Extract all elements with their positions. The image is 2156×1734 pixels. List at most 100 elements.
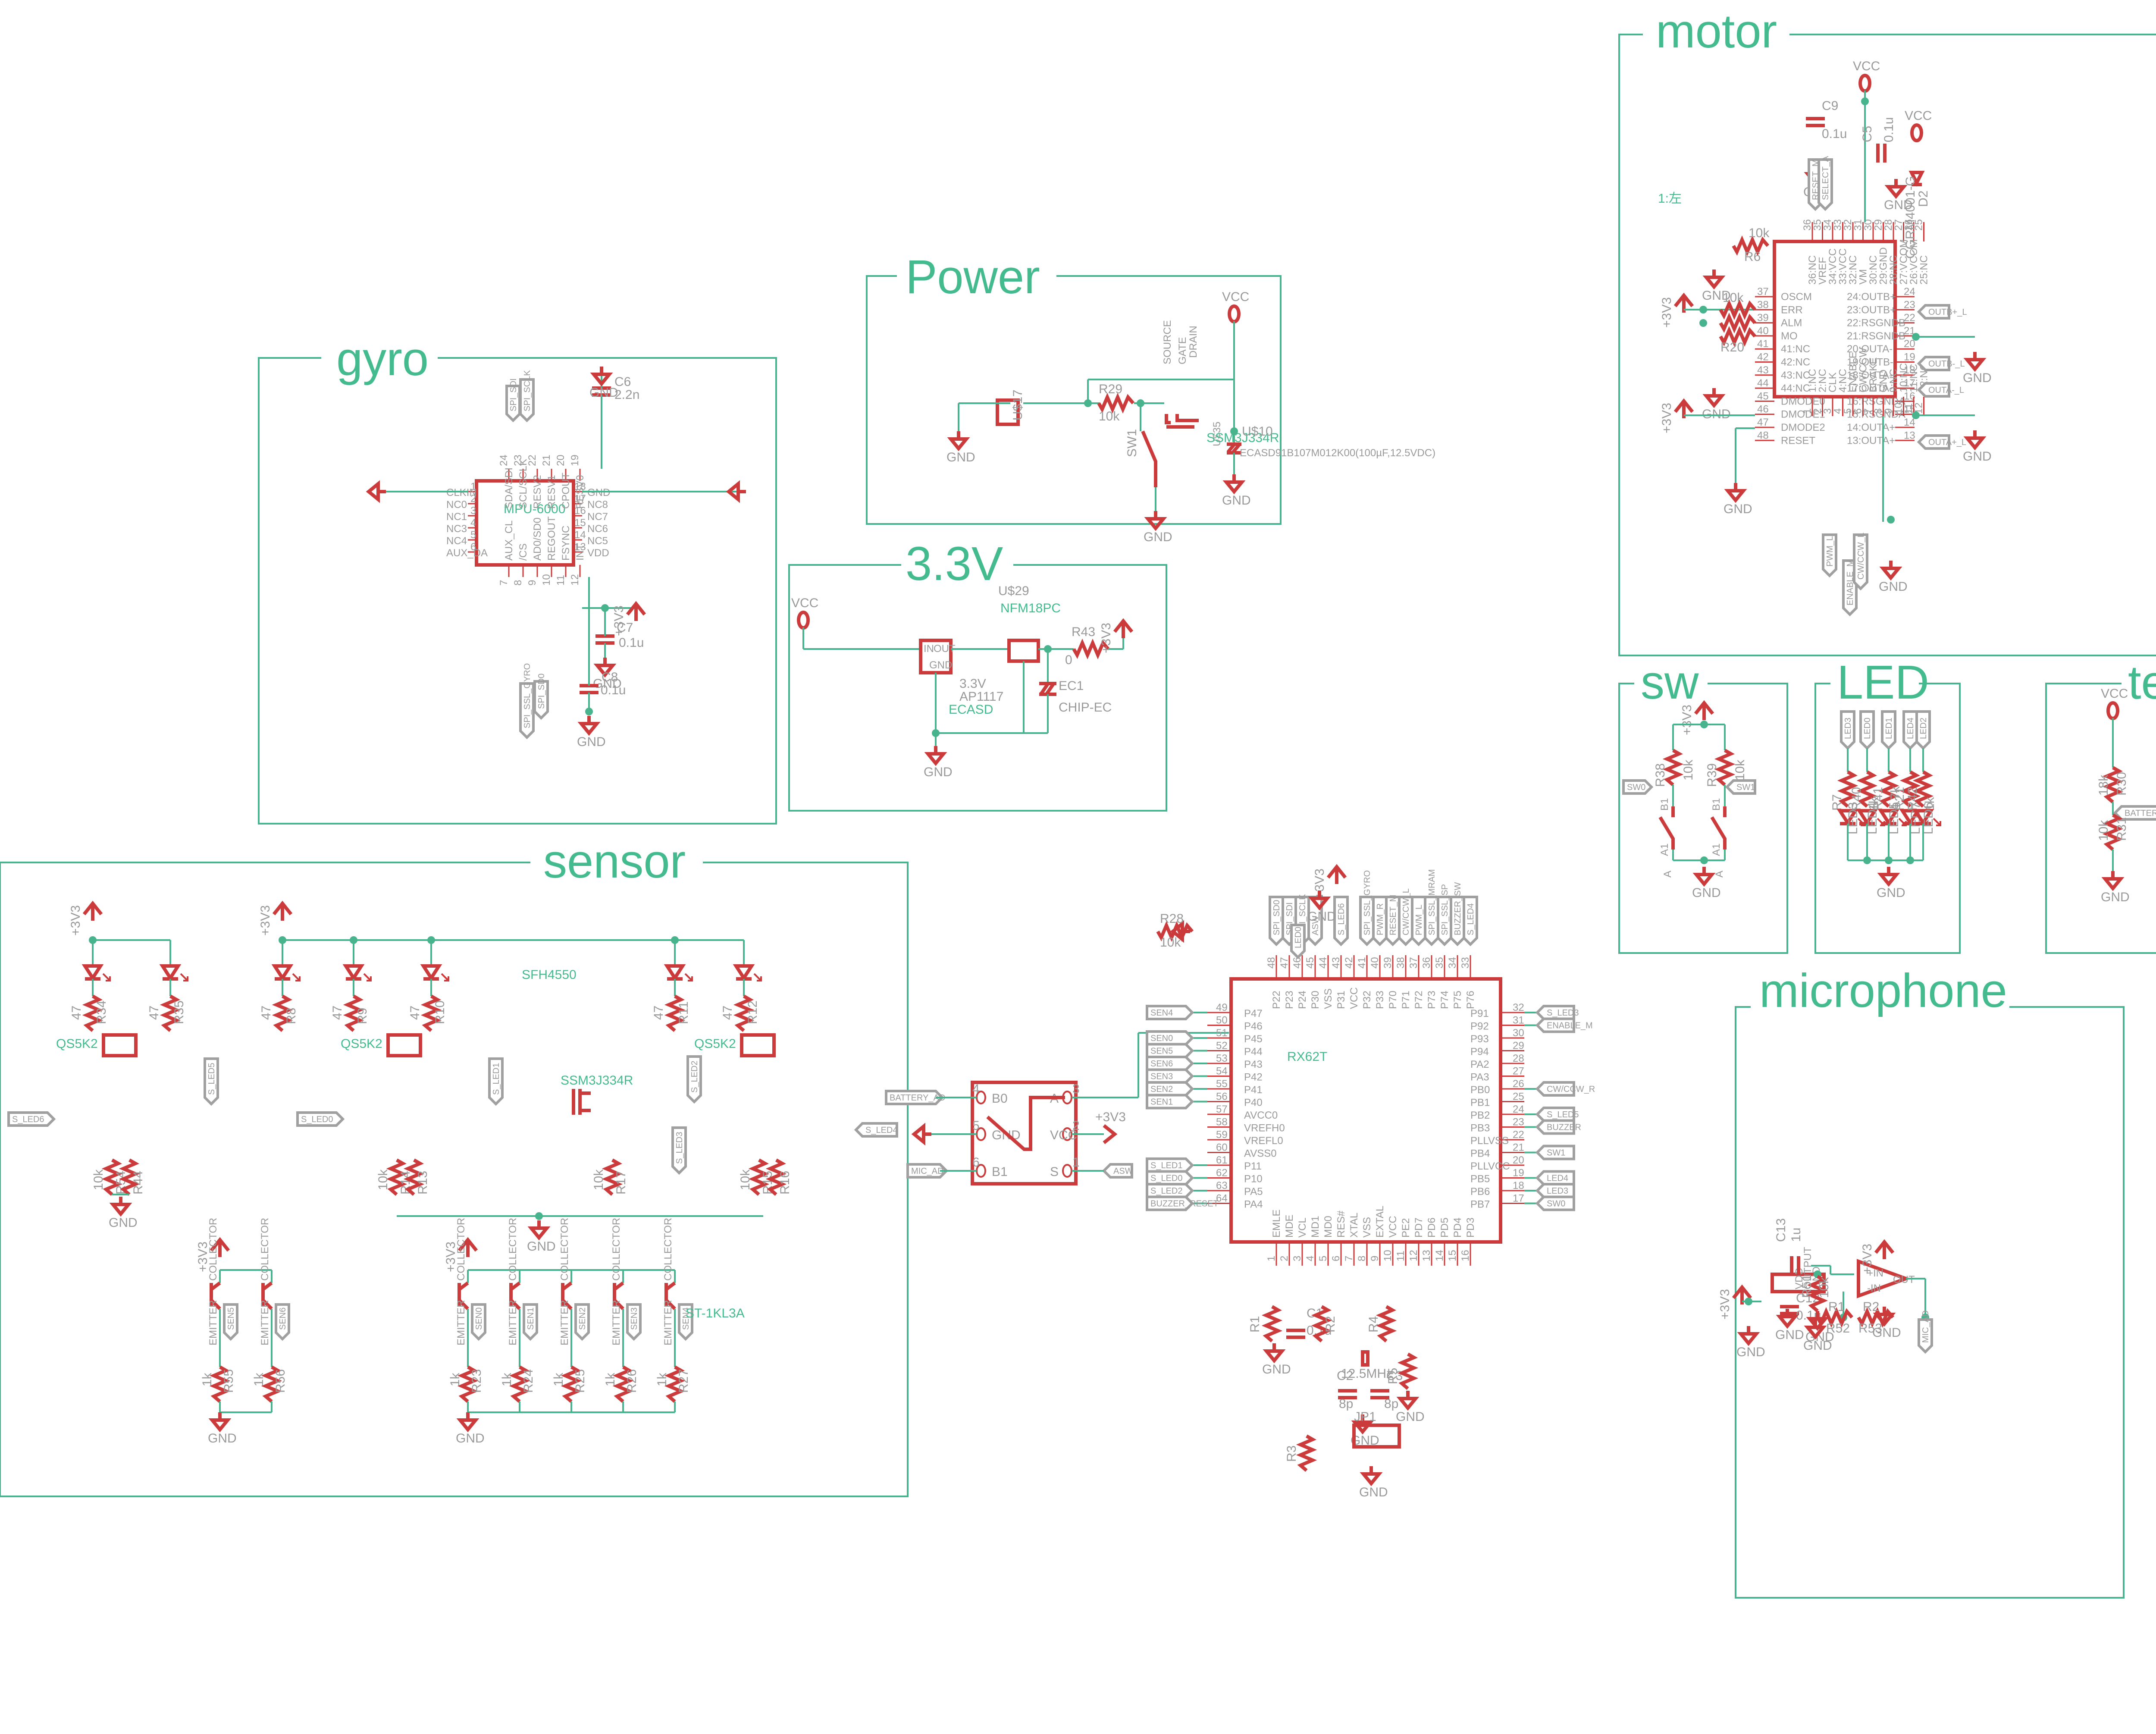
label: 2.2n [614, 388, 639, 402]
resistor-pt [509, 1365, 530, 1403]
pin-number: 62 [1216, 1167, 1228, 1179]
pin-name: 13:OUTA+ [1847, 435, 1895, 446]
net-port: S_LED3 [1535, 1005, 1579, 1020]
net-port-shape [1146, 1157, 1194, 1173]
ground-icon [577, 716, 601, 736]
pin-name: 11:NC [1908, 364, 1920, 392]
pin-number: 48 [1757, 430, 1769, 441]
resistor-icon [386, 1158, 407, 1196]
pin-name: CW/CCW [1858, 348, 1869, 392]
driver-part: QS5K2 [56, 1037, 98, 1051]
supply-3v3: +3V3 [444, 1237, 478, 1272]
pin-name: PD5 [1439, 1217, 1451, 1238]
pin-number: 19 [1904, 351, 1915, 363]
supply-vcc: VCC [791, 596, 818, 630]
pin-number: 64 [1216, 1193, 1228, 1204]
net-port-shape [1535, 1183, 1575, 1198]
supply-vcc: VCC [1853, 59, 1880, 93]
pin-name: PA5 [1244, 1186, 1263, 1198]
pin-name: A1 [1659, 843, 1670, 856]
light-ray-icon [1933, 818, 1941, 826]
gnd-symbol [366, 480, 386, 503]
light-ray-icon [363, 973, 372, 981]
resistor-ref: R35 [172, 1000, 186, 1024]
pin-number: 61 [1216, 1154, 1228, 1166]
pin-number: 15 [1447, 1250, 1458, 1261]
net-port: ASW [1102, 1163, 1133, 1179]
label: 3.3V [959, 677, 986, 691]
net-port-shape [1385, 896, 1401, 947]
net-port: LED4 [1902, 710, 1918, 750]
net-port: OUTA-_L [1917, 382, 1964, 398]
pin-number: 6 [1852, 408, 1864, 414]
junction-dot [1887, 516, 1895, 524]
mcu-section: RX62T49P47SEN450P4651P45SEN052P44SEN553P… [1146, 864, 1595, 1499]
junction-dot [1230, 427, 1238, 435]
pin-number: 34 [1447, 957, 1458, 969]
resistor-ref: R7 [1830, 794, 1844, 811]
net-port-label: SEN1 [526, 1308, 536, 1330]
label: R52 [1826, 1321, 1850, 1336]
pin-number: 47 [1757, 417, 1769, 428]
gnd-symbol [726, 480, 746, 503]
pin-name: EMITTER [207, 1300, 219, 1345]
supply-3v3-label: +3V3 [258, 905, 273, 936]
pin-name: ALM [1781, 317, 1802, 329]
label: ST-1KL3A [686, 1306, 745, 1320]
pushbutton-icon [1710, 806, 1727, 850]
gnd-symbol: GND [1359, 1466, 1388, 1499]
title-sensor: sensor [543, 835, 686, 888]
pin-number: 23 [1513, 1116, 1524, 1128]
pin-number: 27 [1893, 219, 1905, 231]
pin-number: 29 [1873, 219, 1884, 231]
net-port-label: SEN0 [1150, 1034, 1173, 1043]
pin-number: 20 [1513, 1154, 1524, 1166]
pin-number: 41 [1356, 957, 1368, 969]
resistor-gate [119, 1158, 140, 1196]
resistor-value: 1k [252, 1372, 266, 1386]
pin-name: PB3 [1470, 1123, 1490, 1134]
net-port: LED1 [1881, 710, 1896, 750]
pin-number: 1 [1802, 408, 1813, 414]
net-port-shape [1535, 1119, 1575, 1135]
pin-name: PB0 [1470, 1084, 1490, 1096]
gnd-label: GND [593, 677, 622, 691]
net-port-label: SEN6 [278, 1308, 288, 1330]
label: R43 [1072, 625, 1095, 639]
light-ray-icon [180, 973, 188, 981]
pin-number: 14 [1434, 1250, 1445, 1261]
pin-name: 16:RSGNDA [1847, 395, 1905, 407]
net-port-label: CW/CCW_L [1856, 533, 1866, 580]
label: C9 [1822, 99, 1838, 113]
pin-name: NC7 [587, 511, 608, 523]
net-port-shape [533, 680, 549, 720]
resistor-value: 47 [408, 1006, 422, 1020]
pin-number: 12 [569, 574, 581, 586]
resistor-pullup [1719, 326, 1757, 347]
pin-name: PB5 [1470, 1173, 1490, 1185]
net-port: SEN3 [1146, 1068, 1194, 1084]
ground-icon [924, 746, 947, 766]
label: U$29 [998, 584, 1029, 598]
pin-name: EMLE [1271, 1210, 1282, 1238]
net-port-shape [1622, 779, 1654, 795]
net-port: S_LED4 [854, 1122, 898, 1138]
net-port-label: SPI_SSL_GYRO [523, 663, 532, 728]
pin-number: 18 [1904, 364, 1915, 376]
supply-3v3-label: +3V3 [444, 1242, 458, 1272]
resistor-pullup [1714, 749, 1736, 787]
pin-name: AD0/SD0 [532, 517, 543, 561]
diode-icon [1908, 171, 1925, 187]
net-port-shape [1269, 896, 1284, 947]
light-ray-icon [441, 973, 449, 981]
pin-name: S [1050, 1165, 1059, 1179]
pin-name: 14:OUTA+ [1847, 422, 1895, 433]
net-port-shape [1333, 896, 1349, 947]
net-port-shape [1853, 533, 1868, 591]
switch-ref: SW1 [1125, 429, 1139, 457]
pin-number: 21 [541, 455, 552, 466]
net-port-label: SEN5 [1150, 1047, 1173, 1056]
net-port-label: ASW [1311, 916, 1320, 935]
